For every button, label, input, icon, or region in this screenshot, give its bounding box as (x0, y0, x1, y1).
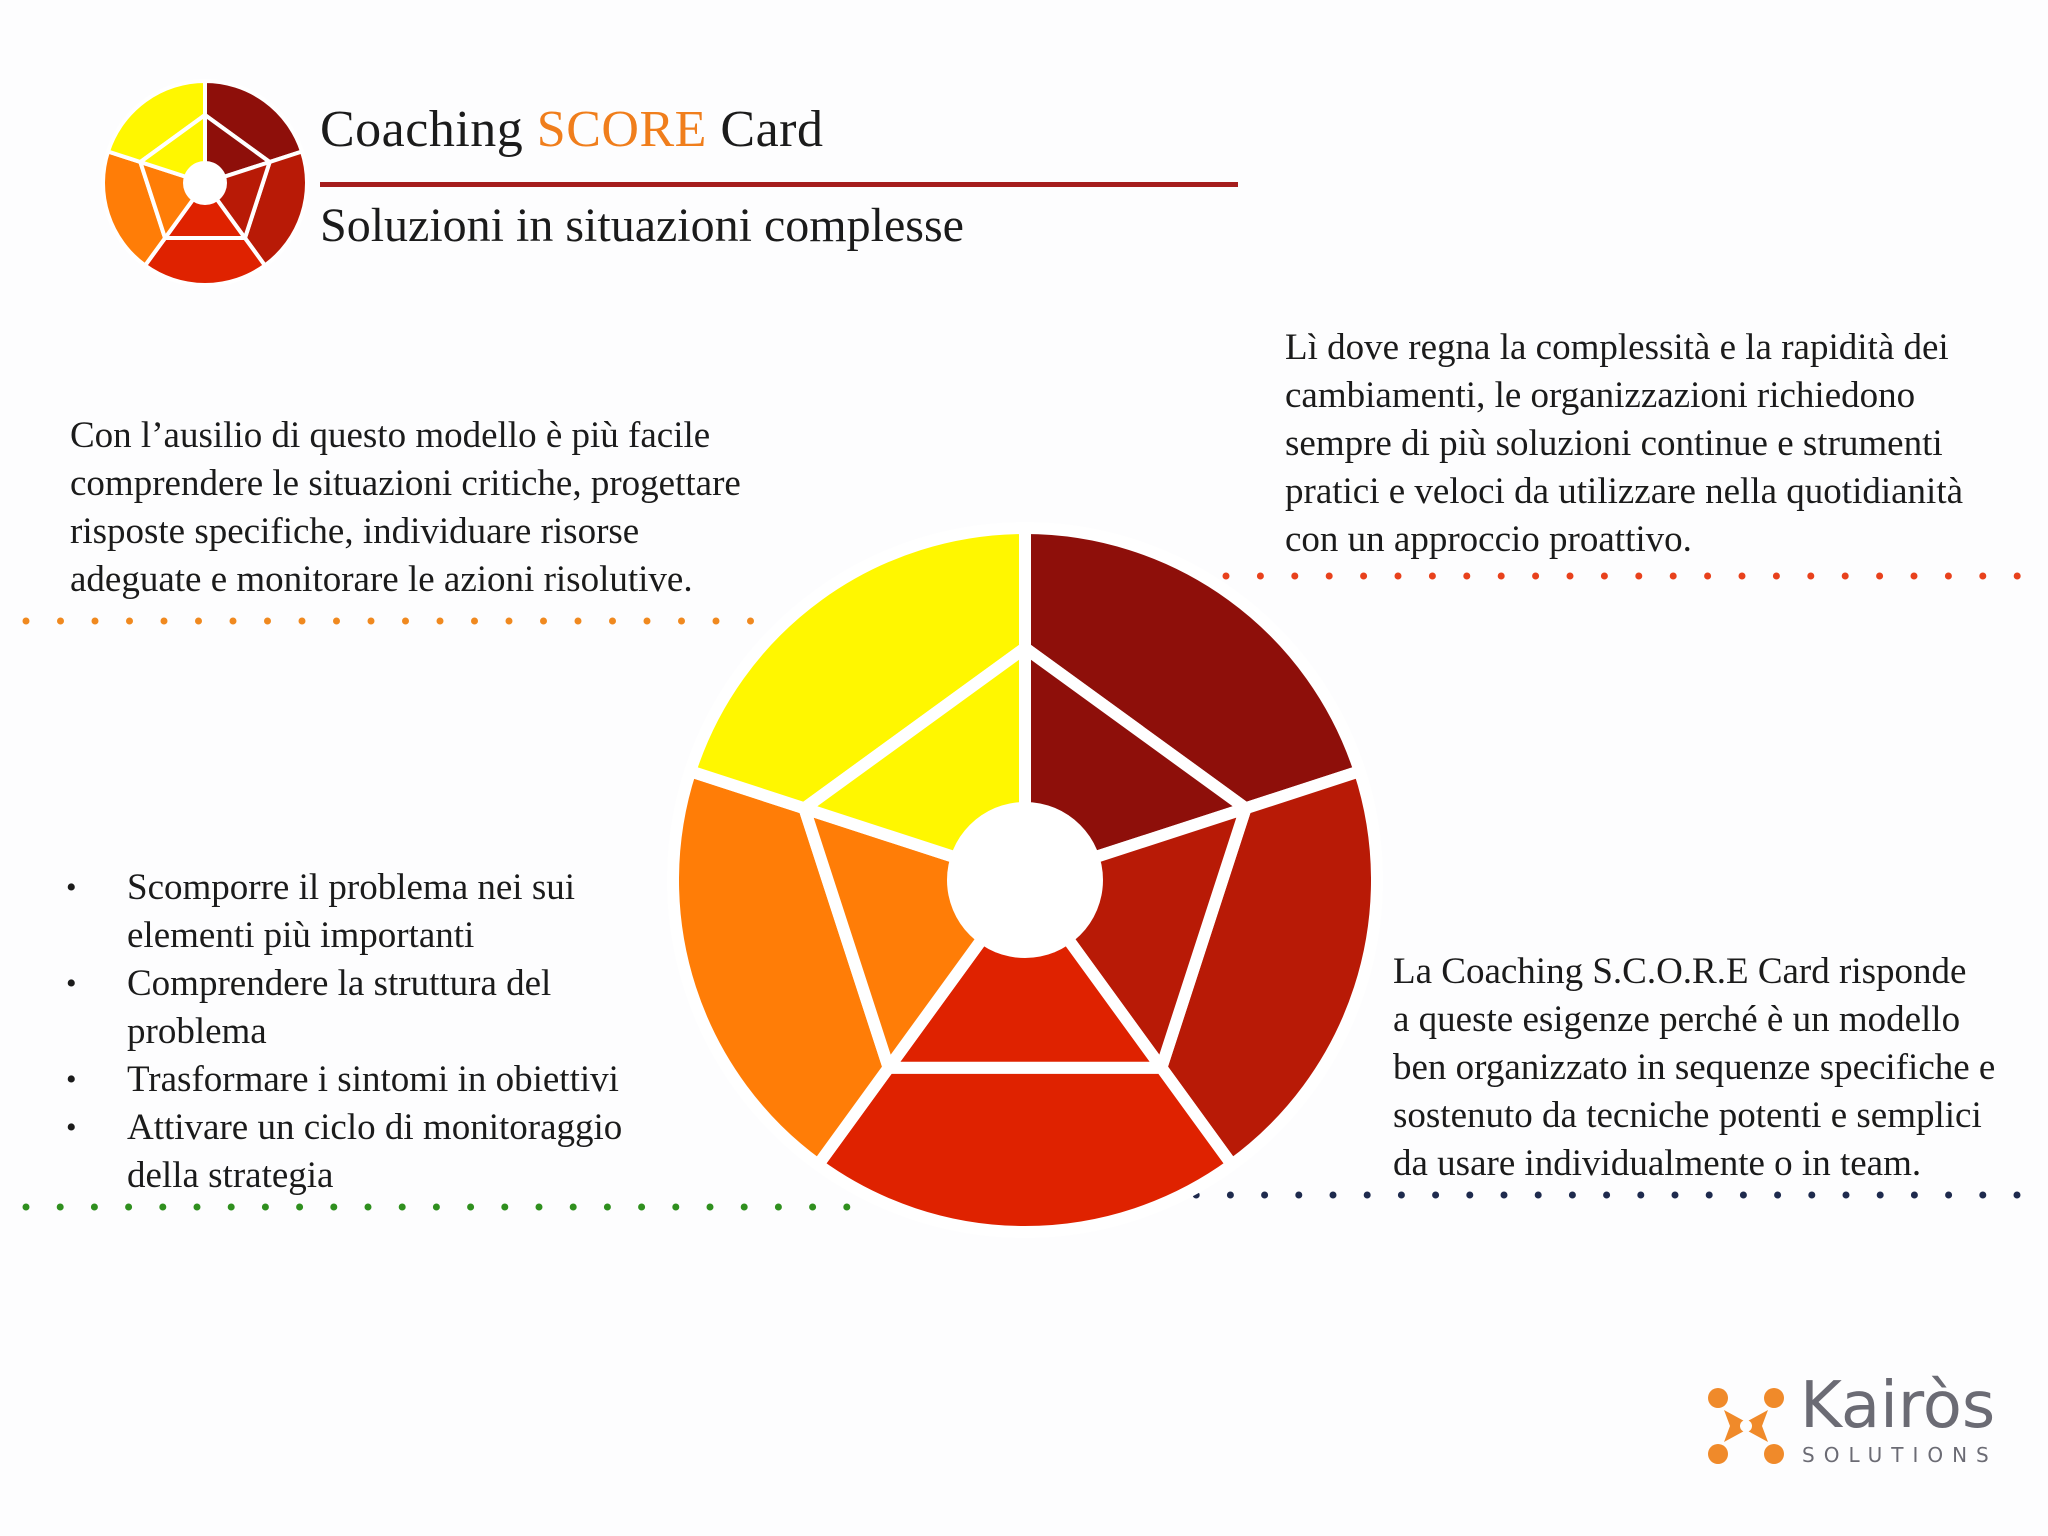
kairos-logo-icon (1708, 1388, 1784, 1464)
text-line: con un approccio proattivo. (1285, 519, 1692, 560)
title-accent: SCORE (536, 101, 707, 158)
bullet-marker: • (66, 1063, 77, 1096)
segment-yellow-inner (798, 642, 1031, 886)
text-line: Con l’ausilio di questo modello è più fa… (70, 415, 711, 456)
segment-yellow-inner (138, 113, 207, 185)
wheel-hub (183, 161, 227, 205)
segment-yellow-outer (684, 522, 1031, 815)
text-line: Comprendere la struttura del (127, 963, 552, 1004)
text-line: pratici e veloci da utilizzare nella quo… (1285, 471, 1964, 512)
text-line: sostenuto da tecniche potenti e semplici (1393, 1095, 1982, 1136)
text-line: sempre di più soluzioni continue e strum… (1285, 423, 1943, 464)
title-part-1: Coaching (320, 101, 537, 158)
logo-tagline: SOLUTIONS (1802, 1443, 1998, 1467)
text-line: adeguate e monitorare le azioni risoluti… (70, 559, 693, 600)
title-divider (320, 182, 1238, 187)
context-paragraph: Lì dove regna la complessità e la rapidi… (1285, 324, 1963, 564)
segment-bright-red-outer (812, 1061, 1238, 1238)
text-line: La Coaching S.C.O.R.E Card risponde (1393, 951, 1967, 992)
segment-red-outer (1155, 765, 1383, 1171)
text-line: ben organizzato in sequenze specifiche e (1393, 1047, 1996, 1088)
segment-orange-outer (101, 149, 168, 268)
bullet-marker: • (66, 967, 77, 1000)
benefits-list: • Scomporre il problema nei sui elementi… (60, 864, 622, 1200)
intro-paragraph: Con l’ausilio di questo modello è più fa… (70, 412, 741, 604)
wheel-hub (947, 802, 1103, 958)
bullet-marker: • (66, 1111, 77, 1144)
list-item: • Attivare un ciclo di monitoraggio dell… (60, 1104, 622, 1200)
text-line: Attivare un ciclo di monitoraggio (127, 1107, 623, 1148)
text-line: a queste esigenze perché è un modello (1393, 999, 1961, 1040)
score-wheel-diagram (667, 522, 1383, 1238)
text-line: elementi più importanti (127, 915, 475, 956)
bullet-marker: • (66, 871, 77, 904)
text-line: Trasformare i sintomi in obiettivi (127, 1059, 619, 1100)
text-line: risposte specifiche, individuare risorse (70, 511, 640, 552)
segment-dark-red-outer (1019, 522, 1366, 815)
text-line: problema (127, 1011, 267, 1052)
model-paragraph: La Coaching S.C.O.R.E Card risponde a qu… (1393, 948, 1995, 1188)
list-item: • Trasformare i sintomi in obiettivi (60, 1056, 622, 1104)
segment-yellow-outer (105, 79, 207, 164)
header-wheel-emblem (101, 79, 309, 287)
list-item: • Comprendere la struttura del problema (60, 960, 622, 1056)
segment-red-outer (242, 149, 309, 268)
segment-orange-outer (667, 765, 895, 1171)
segment-bright-red-outer (143, 236, 267, 287)
title-part-2: Card (706, 101, 824, 158)
text-line: cambiamenti, le organizzazioni richiedon… (1285, 375, 1916, 416)
text-line: da usare individualmente o in team. (1393, 1143, 1922, 1184)
text-line: della strategia (127, 1155, 334, 1196)
page-title: Coaching SCORE Card (320, 100, 824, 159)
segment-dark-red-outer (203, 79, 305, 164)
text-line: Lì dove regna la complessità e la rapidi… (1285, 327, 1949, 368)
logo-wordmark: Kairòs (1800, 1369, 1996, 1443)
dotted-line-orange (22, 617, 814, 625)
text-line: comprendere le situazioni critiche, prog… (70, 463, 741, 504)
list-item: • Scomporre il problema nei sui elementi… (60, 864, 622, 960)
text-line: Scomporre il problema nei sui (127, 867, 576, 908)
page-subtitle: Soluzioni in situazioni complesse (320, 199, 964, 252)
